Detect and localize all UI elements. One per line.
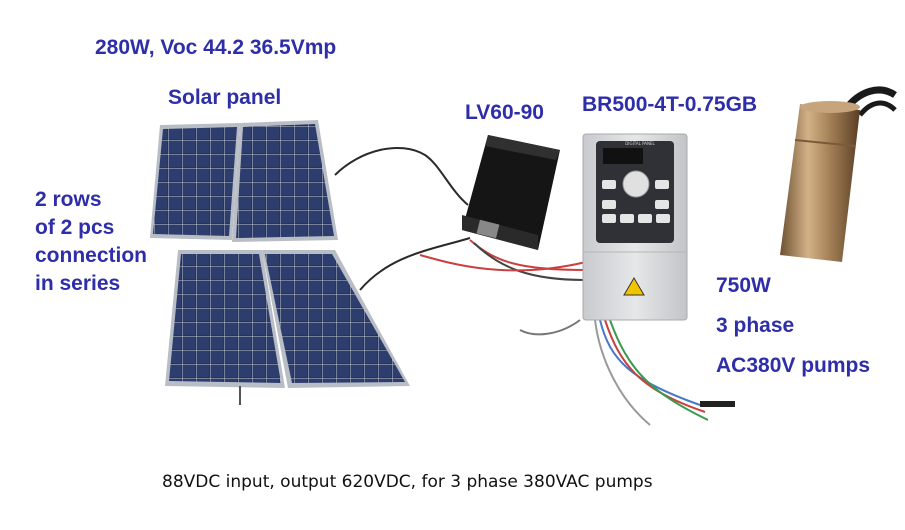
pump-phase-label: 3 phase [716,314,795,337]
converter-box [462,135,560,250]
solar-panel-top-right [232,120,338,242]
solar-panel-bottom-right [262,250,410,388]
arrangement-line-1: 2 rows [35,188,102,211]
converter-label: LV60-90 [465,101,544,124]
solar-panel-top-left [150,123,240,240]
arrangement-line-3: connection [35,244,148,267]
inverter-label: BR500-4T-0.75GB [582,93,758,116]
solar-panel-label: Solar panel [168,86,282,109]
solar-panel-array [150,120,410,405]
panel-spec-label: 280W, Voc 44.2 36.5Vmp [95,36,337,59]
arrangement-line-2: of 2 pcs [35,216,115,239]
cables [334,147,735,426]
pump-voltage-label: AC380V pumps [716,354,871,377]
warning-icon [623,277,645,296]
inverter-panel-text: DIGITAL PANEL [625,141,655,146]
pump-power-label: 750W [716,274,771,297]
solar-panel-bottom-left [165,250,285,388]
arrangement-line-4: in series [35,272,121,295]
caption: 88VDC input, output 620VDC, for 3 phase … [162,472,653,492]
pump-motor [780,86,897,262]
inverter-unit: DIGITAL PANEL [582,133,688,321]
